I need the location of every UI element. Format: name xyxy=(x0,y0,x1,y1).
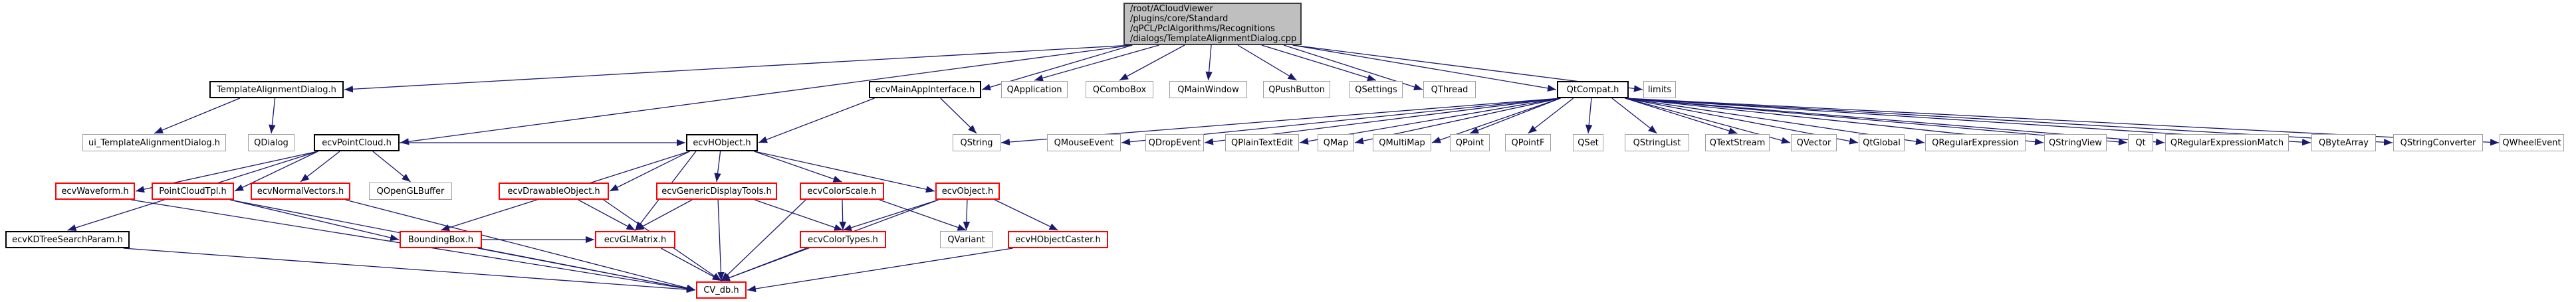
include-edge xyxy=(1205,44,1213,81)
include-edge xyxy=(1585,98,1593,134)
include-edge xyxy=(1611,98,1657,134)
graph-node-qvector[interactable]: QVector xyxy=(1791,134,1837,151)
include-edge xyxy=(717,199,725,281)
include-edge xyxy=(1034,44,1159,82)
graph-node-qmultimap[interactable]: QMultiMap xyxy=(1373,134,1431,151)
graph-node-ecvobject-h[interactable]: ecvObject.h xyxy=(935,183,1000,200)
include-edge xyxy=(661,248,722,281)
include-edge xyxy=(154,98,241,134)
include-edge xyxy=(754,151,935,193)
graph-node-qdropevent[interactable]: QDropEvent xyxy=(1145,134,1204,151)
graph-node-ecvwaveform-h[interactable]: ecvWaveform.h xyxy=(55,183,135,200)
graph-node-ecvmainappinterface-h[interactable]: ecvMainAppInterface.h xyxy=(869,81,981,98)
graph-node-qwheelevent[interactable]: QWheelEvent xyxy=(2500,134,2564,151)
graph-node-ecvkdtreesearchparam-h[interactable]: ecvKDTreeSearchParam.h xyxy=(5,231,130,248)
graph-node-ecvhobjectcaster-h[interactable]: ecvHObjectCaster.h xyxy=(1008,231,1108,248)
graph-node-ecvcolorscale-h[interactable]: ecvColorScale.h xyxy=(800,183,884,200)
graph-node-ui-templatealignmentdialog-h[interactable]: ui_TemplateAlignmentDialog.h xyxy=(82,134,226,151)
include-edge xyxy=(300,151,340,183)
include-edge xyxy=(747,248,1013,293)
graph-node-ecvpointcloud-h[interactable]: ecvPointCloud.h xyxy=(314,134,400,151)
graph-node-qstringview[interactable]: QStringView xyxy=(2044,134,2107,151)
graph-node-qtcompat-h[interactable]: QtCompat.h xyxy=(1557,81,1629,98)
graph-node-qpoint[interactable]: QPoint xyxy=(1450,134,1490,151)
graph-node-qtextstream[interactable]: QTextStream xyxy=(1705,134,1770,151)
graph-node-boundingbox-h[interactable]: BoundingBox.h xyxy=(400,231,482,248)
include-edge xyxy=(754,199,844,231)
include-edge xyxy=(1528,98,1574,134)
include-edge xyxy=(400,44,1133,145)
include-edge xyxy=(229,199,400,242)
graph-node-qmap[interactable]: QMap xyxy=(1318,134,1354,151)
include-edge xyxy=(839,199,846,231)
edge-group xyxy=(67,44,2500,293)
include-edge xyxy=(234,151,318,192)
include-edge xyxy=(344,44,1133,93)
include-edge xyxy=(721,199,806,281)
graph-node-qdialog[interactable]: QDialog xyxy=(248,134,294,151)
graph-node-qplaintextedit[interactable]: QPlainTextEdit xyxy=(1225,134,1299,151)
include-edge xyxy=(1469,98,1561,134)
include-edge xyxy=(1261,44,1377,82)
graph-node-qmainwindow[interactable]: QMainWindow xyxy=(1169,81,1247,98)
graph-node-templatealignmentdialog-h[interactable]: TemplateAlignmentDialog.h xyxy=(209,81,344,98)
include-edge xyxy=(842,199,939,231)
graph-node-qbytearray[interactable]: QByteArray xyxy=(2311,134,2376,151)
graph-node-qstring[interactable]: QString xyxy=(953,134,1000,151)
include-edge xyxy=(635,199,693,231)
graph-node-qsettings[interactable]: QSettings xyxy=(1349,81,1403,98)
graph-node-qregularexpressionmatch[interactable]: QRegularExpressionMatch xyxy=(2165,134,2289,151)
include-edge xyxy=(714,151,721,183)
graph-node-limits[interactable]: limits xyxy=(1643,81,1676,98)
graph-node-qmouseevent[interactable]: QMouseEvent xyxy=(1047,134,1121,151)
graph-node-ecvnormalvectors-h[interactable]: ecvNormalVectors.h xyxy=(251,183,350,200)
graph-node-qstringconverter[interactable]: QStringConverter xyxy=(2393,134,2483,151)
include-edge xyxy=(477,248,696,292)
include-edge xyxy=(995,199,1058,231)
graph-node-qpointf[interactable]: QPointF xyxy=(1505,134,1551,151)
include-edge xyxy=(372,151,411,183)
graph-node-pointcloudtpl-h[interactable]: PointCloudTpl.h xyxy=(152,183,234,200)
include-edge xyxy=(1625,98,1738,135)
graph-node-root-acloudviewer: /root/ACloudViewer /plugins/core/Standar… xyxy=(1123,3,1302,45)
graph-node-qthread[interactable]: QThread xyxy=(1423,81,1476,98)
graph-node-qopenglbuffer[interactable]: QOpenGLBuffer xyxy=(369,183,452,200)
graph-node-ecvcolortypes-h[interactable]: ecvColorTypes.h xyxy=(800,231,886,248)
graph-node-qvariant[interactable]: QVariant xyxy=(940,231,993,248)
graph-node-qtglobal[interactable]: QtGlobal xyxy=(1859,134,1905,151)
include-edge xyxy=(345,199,696,291)
include-edge xyxy=(721,248,807,281)
include-edge xyxy=(1119,44,1185,81)
include-edge xyxy=(123,248,696,293)
graph-node-qapplication[interactable]: QApplication xyxy=(1001,81,1068,98)
graph-node-ecvgenericdisplaytools-h[interactable]: ecvGenericDisplayTools.h xyxy=(656,183,777,200)
graph-node-qstringlist[interactable]: QStringList xyxy=(1625,134,1689,151)
include-edge xyxy=(578,199,636,231)
graph-node-qset[interactable]: QSet xyxy=(1573,134,1603,151)
include-edge xyxy=(1237,44,1297,81)
include-edge xyxy=(269,98,276,134)
graph-node-ecvglmatrix-h[interactable]: ecvGLMatrix.h xyxy=(595,231,675,248)
include-edge xyxy=(1292,44,1557,92)
graph-node-ecvdrawableobject-h[interactable]: ecvDrawableObject.h xyxy=(499,183,609,200)
graph-node-qcombobox[interactable]: QComboBox xyxy=(1086,81,1153,98)
include-edge xyxy=(754,151,842,183)
graph-node-cv-db-h[interactable]: CV_db.h xyxy=(696,281,747,299)
include-edge xyxy=(609,151,690,192)
graph-node-qregularexpression[interactable]: QRegularExpression xyxy=(1925,134,2026,151)
include-edge xyxy=(940,98,977,134)
include-edge xyxy=(1625,98,2128,146)
graph-node-ecvhobject-h[interactable]: ecvHObject.h xyxy=(686,134,758,151)
include-edge xyxy=(758,98,875,143)
include-edge xyxy=(879,199,967,231)
graph-node-qt[interactable]: Qt xyxy=(2128,134,2153,151)
graph-node-qpushbutton[interactable]: QPushButton xyxy=(1263,81,1330,98)
